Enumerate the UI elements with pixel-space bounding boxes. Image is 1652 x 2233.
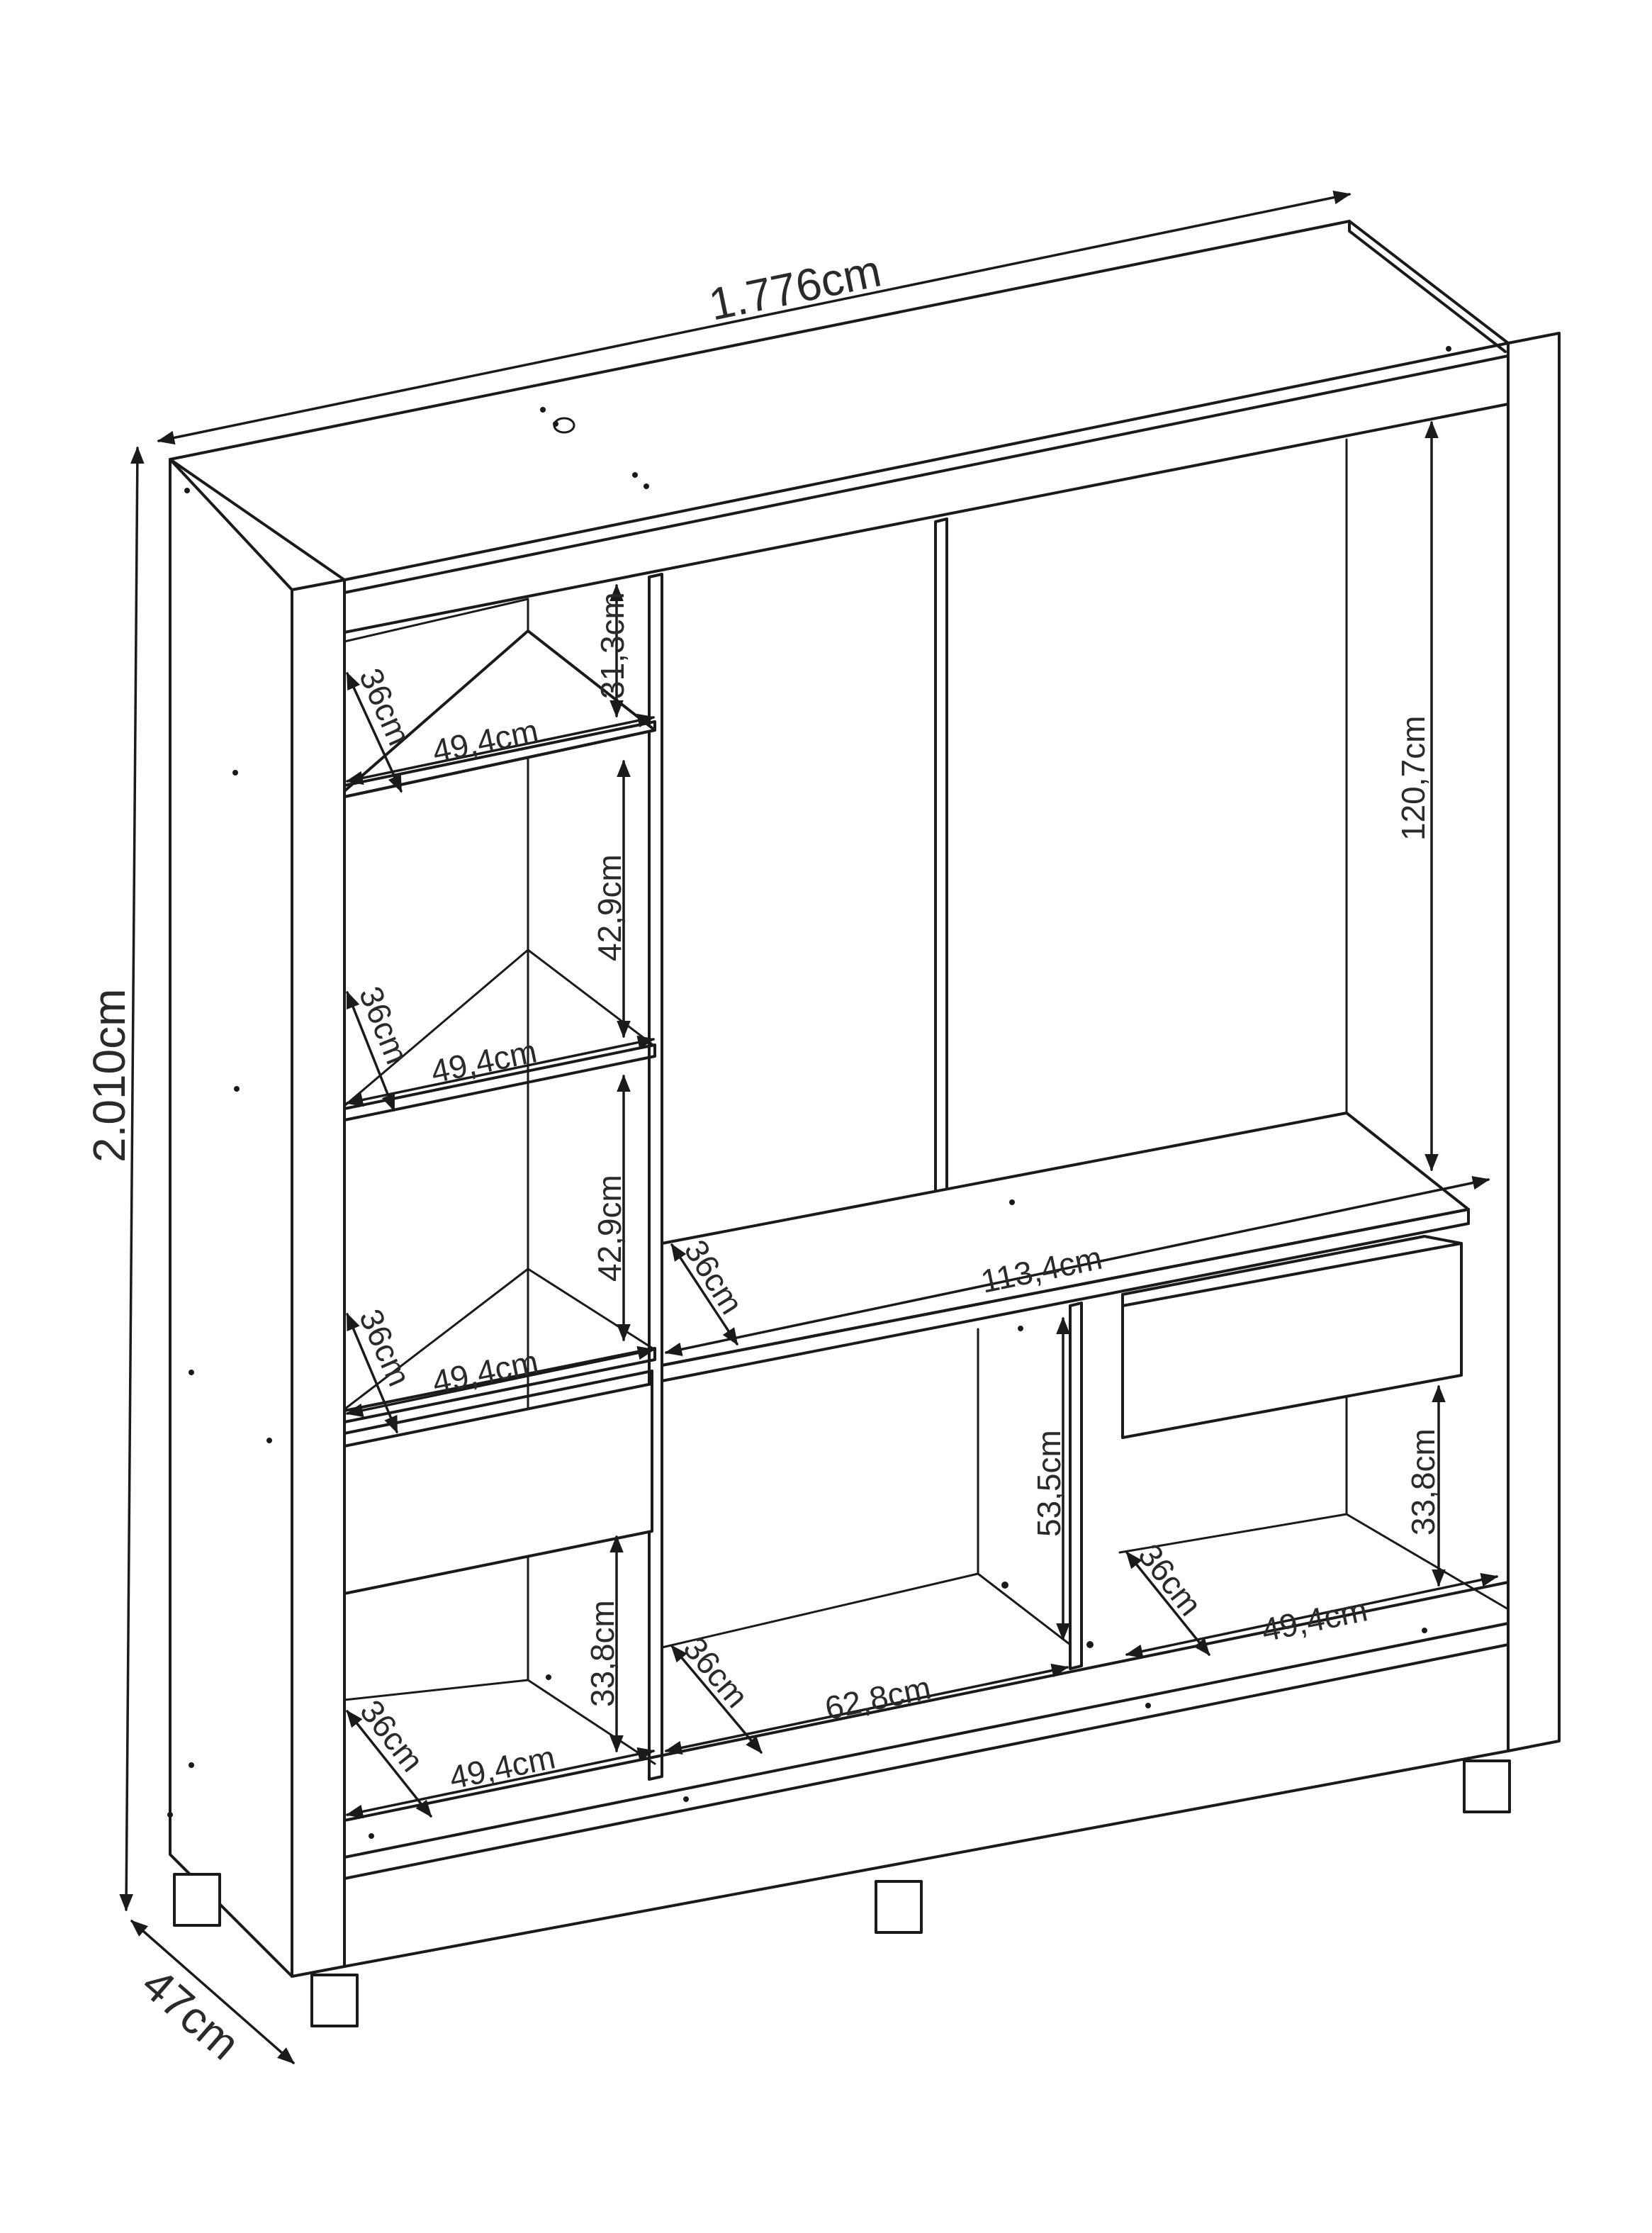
front-left-stile: [291, 578, 346, 1978]
lower-left-height-label: 33,8cm: [584, 1600, 621, 1707]
width-dim-line: [157, 190, 1352, 445]
overall-height-label: 2.010cm: [84, 989, 135, 1163]
foot-front-left: [310, 1974, 359, 2027]
front-right-stile: [1507, 332, 1561, 1752]
bottom-center-depth-label: 36cm: [676, 1630, 755, 1715]
left-column-divider: [648, 573, 663, 1781]
hanging-divider: [934, 517, 948, 1194]
foot-front-center: [875, 1880, 923, 1934]
bottom-left-depth-label: 36cm: [353, 1693, 431, 1779]
mid-niche-1-height-label: 42,9cm: [591, 854, 628, 961]
bottom-right-depth-label: 36cm: [1131, 1537, 1209, 1623]
lower-right-height-label: 33,8cm: [1405, 1428, 1442, 1535]
height-dim-line: [119, 446, 145, 1912]
hanging-section: [661, 438, 1470, 1382]
center-bottom-height-label: 53,5cm: [1030, 1430, 1067, 1537]
right-drawer: [1121, 1242, 1463, 1439]
shelf-3-width-label: 49,4cm: [429, 1343, 541, 1401]
mid-niche-2-height-label: 42,9cm: [591, 1175, 628, 1282]
hanging-height-label: 120,7cm: [1395, 716, 1432, 841]
foot-front-right: [1463, 1759, 1511, 1813]
foot-rear-left: [173, 1873, 221, 1927]
lower-right-divider: [1069, 1302, 1083, 1670]
overall-depth-label: 47cm: [133, 1958, 249, 2069]
top-niche-height-label: 31,3cm: [594, 592, 631, 699]
shelf-2-depth-label: 36cm: [352, 981, 416, 1069]
depth-dim-line: [130, 1920, 295, 2064]
bottom-center-width-label: 62,8cm: [821, 1669, 933, 1727]
feet: [173, 1759, 1511, 2027]
left-side-panel: [169, 458, 293, 1978]
bottom-plinth: [343, 1643, 1510, 1968]
overall-width-label: 1.776cm: [704, 245, 885, 330]
bottom-right-width-label: 49,4cm: [1258, 1591, 1370, 1649]
dimension-lines: [119, 190, 1499, 2064]
